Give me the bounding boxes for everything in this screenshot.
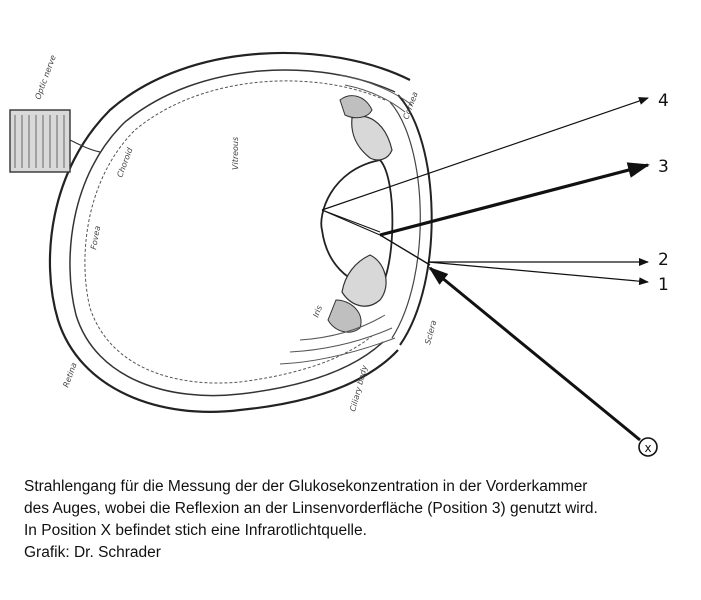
label-cornea: Cornea bbox=[401, 91, 419, 121]
label-vitreous: Vitreous bbox=[231, 137, 240, 170]
cornea-outline bbox=[398, 95, 432, 345]
ray-source-incoming bbox=[430, 268, 640, 440]
caption-line-4: Grafik: Dr. Schrader bbox=[24, 542, 694, 564]
label-iris: Iris bbox=[311, 304, 324, 318]
iris-upper bbox=[352, 116, 392, 160]
caption-line-3: In Position X befindet stich eine Infrar… bbox=[24, 520, 694, 542]
label-ciliary-body: Ciliary body bbox=[348, 364, 369, 412]
label-retina: Retina bbox=[61, 361, 78, 388]
optic-nerve bbox=[10, 110, 100, 172]
caption-line-1: Strahlengang für die Messung der der Glu… bbox=[24, 476, 694, 498]
label-fovea: Fovea bbox=[89, 225, 102, 250]
position-label-4: 4 bbox=[658, 91, 669, 111]
figure-caption: Strahlengang für die Messung der der Glu… bbox=[24, 476, 694, 564]
cornea-inner bbox=[390, 102, 420, 338]
position-label-2: 2 bbox=[658, 250, 669, 270]
source-marker: x bbox=[639, 438, 657, 456]
position-label-3: 3 bbox=[658, 157, 669, 177]
label-sclera: Sclera bbox=[423, 319, 438, 345]
label-optic-nerve: Optic nerve bbox=[33, 54, 57, 101]
label-choroid: Choroid bbox=[115, 146, 134, 179]
ciliary-body-upper bbox=[340, 96, 372, 118]
position-label-1: 1 bbox=[658, 275, 669, 295]
source-marker-label: x bbox=[644, 441, 651, 455]
caption-line-2: des Auges, wobei die Reflexion an der Li… bbox=[24, 498, 694, 520]
ray-position-1 bbox=[428, 262, 648, 282]
